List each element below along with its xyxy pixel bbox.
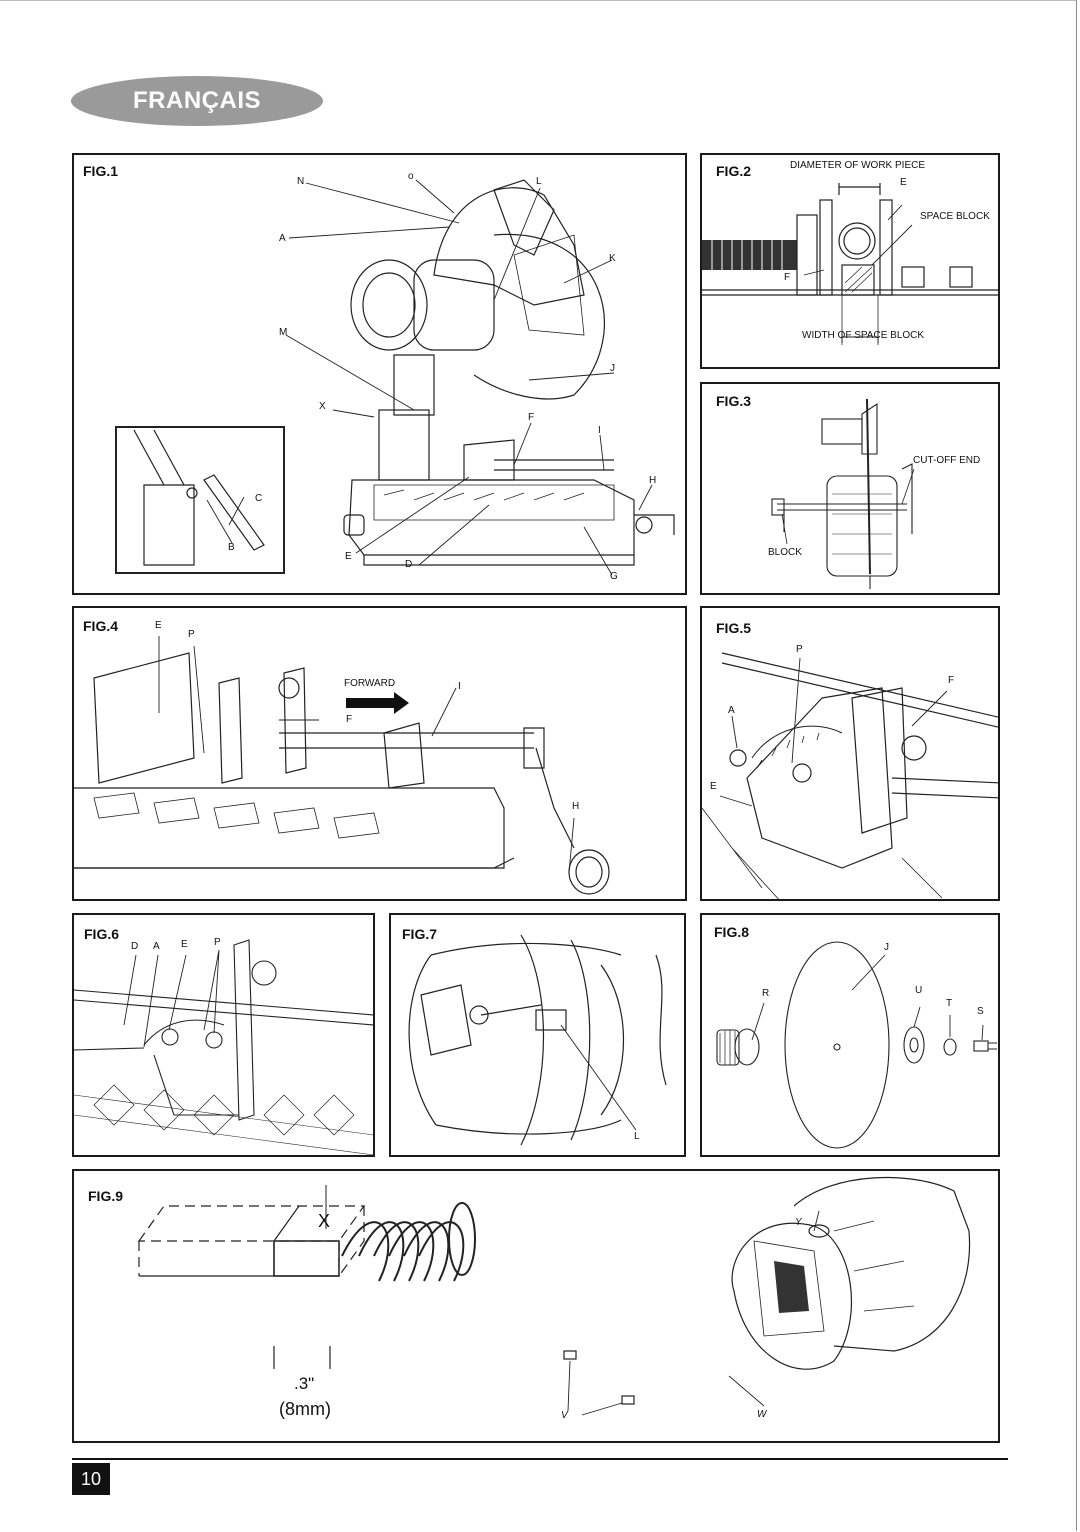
footer-rule (72, 1458, 1008, 1460)
fig6-label-d: D (131, 941, 139, 952)
fig1-label-l: L (536, 176, 542, 187)
figure-9-panel: FIG.9 X .3" (8mm) Y V W (72, 1169, 1000, 1443)
figure-4-drawing (74, 636, 610, 895)
fig1-label-n: N (297, 176, 305, 187)
fig9-dimension-mm: (8mm) (279, 1399, 331, 1419)
fig2-diameter-label: DIAMETER OF WORK PIECE (790, 160, 926, 171)
fig1-label-g: G (610, 571, 618, 582)
fig1-label-c: C (255, 493, 263, 504)
figure-5-drawing (702, 652, 998, 899)
fig5-label-f: F (948, 675, 955, 686)
figure-3-panel: FIG.3 CUT-OFF END BLOCK (700, 382, 1000, 595)
fig6-label-e: E (181, 939, 188, 950)
fig1-label-e: E (345, 551, 352, 562)
fig5-label-e: E (710, 781, 717, 792)
figure-7-title: FIG.7 (402, 926, 438, 942)
figure-8-drawing (716, 941, 997, 1149)
figure-7-panel: FIG.7 L (389, 913, 686, 1157)
fig1-label-j: J (610, 363, 615, 374)
fig2-width-label: WIDTH OF SPACE BLOCK (802, 330, 925, 341)
figure-5-panel: FIG.5 P F A E (700, 606, 1000, 901)
figure-9-drawing (137, 1176, 971, 1416)
fig9-label-x: X (318, 1211, 331, 1231)
fig1-label-a: A (279, 233, 286, 244)
fig3-block-label: BLOCK (768, 547, 802, 558)
fig3-cutoff-label: CUT-OFF END (913, 455, 981, 466)
figure-6-panel: FIG.6 D A E P (72, 913, 375, 1157)
fig1-label-o: o (408, 171, 414, 182)
fig6-label-p: P (214, 937, 221, 948)
fig2-space-block-label: SPACE BLOCK (920, 211, 990, 222)
fig8-label-s: S (977, 1006, 984, 1017)
figure-6-title: FIG.6 (84, 926, 120, 942)
fig1-label-m: M (279, 327, 288, 338)
fig9-label-w: W (757, 1409, 767, 1420)
fig1-label-b: B (228, 542, 235, 553)
fig6-label-a: A (153, 941, 160, 952)
figure-3-title: FIG.3 (716, 393, 752, 409)
fig5-label-p: P (796, 644, 803, 655)
fig4-label-f: F (346, 714, 353, 725)
fig8-label-j: J (884, 942, 889, 953)
fig8-label-r: R (762, 988, 770, 999)
fig1-label-i: I (598, 425, 601, 436)
fig1-label-x: X (319, 401, 326, 412)
figure-4-title: FIG.4 (83, 618, 119, 634)
fig1-label-k: K (609, 253, 616, 264)
page-number: 10 (72, 1463, 110, 1495)
figure-1-title: FIG.1 (83, 163, 119, 179)
fig8-label-u: U (915, 985, 923, 996)
figure-8-title: FIG.8 (714, 924, 750, 940)
fig4-label-h: H (572, 801, 580, 812)
fig2-label-f: F (784, 272, 791, 283)
fig8-label-t: T (946, 998, 953, 1009)
figure-1-drawing (115, 179, 675, 576)
figure-9-title: FIG.9 (88, 1188, 124, 1204)
fig4-label-e: E (155, 620, 162, 631)
figure-2-panel: FIG.2 DIAMETER OF WORK PIECE E SPACE BLO… (700, 153, 1000, 369)
figure-4-panel: FIG.4 E P FORWARD I F H (72, 606, 687, 901)
fig1-label-f: F (528, 412, 535, 423)
fig5-label-a: A (728, 705, 735, 716)
fig7-label-l: L (634, 1131, 640, 1142)
fig2-label-e: E (900, 177, 907, 188)
language-tab: FRANÇAIS (71, 76, 323, 126)
fig4-label-p: P (188, 629, 195, 640)
fig9-label-v: V (561, 1410, 568, 1421)
figure-2-drawing (702, 183, 998, 345)
fig1-label-d: D (405, 559, 413, 570)
figure-6-drawing (74, 939, 373, 1155)
fig4-label-i: I (458, 681, 461, 692)
figure-3-drawing (771, 398, 915, 589)
fig9-dimension-inch: .3" (294, 1374, 315, 1393)
figure-1-panel: FIG.1 N o L A K M J X F I H C B E D G (72, 153, 687, 595)
fig1-label-h: H (649, 475, 657, 486)
figure-2-title: FIG.2 (716, 163, 752, 179)
figure-5-title: FIG.5 (716, 620, 752, 636)
figure-8-panel: FIG.8 J R U T S (700, 913, 1000, 1157)
figure-7-drawing (408, 934, 667, 1146)
fig4-forward-label: FORWARD (344, 678, 396, 689)
fig9-label-y: Y (795, 1217, 802, 1228)
